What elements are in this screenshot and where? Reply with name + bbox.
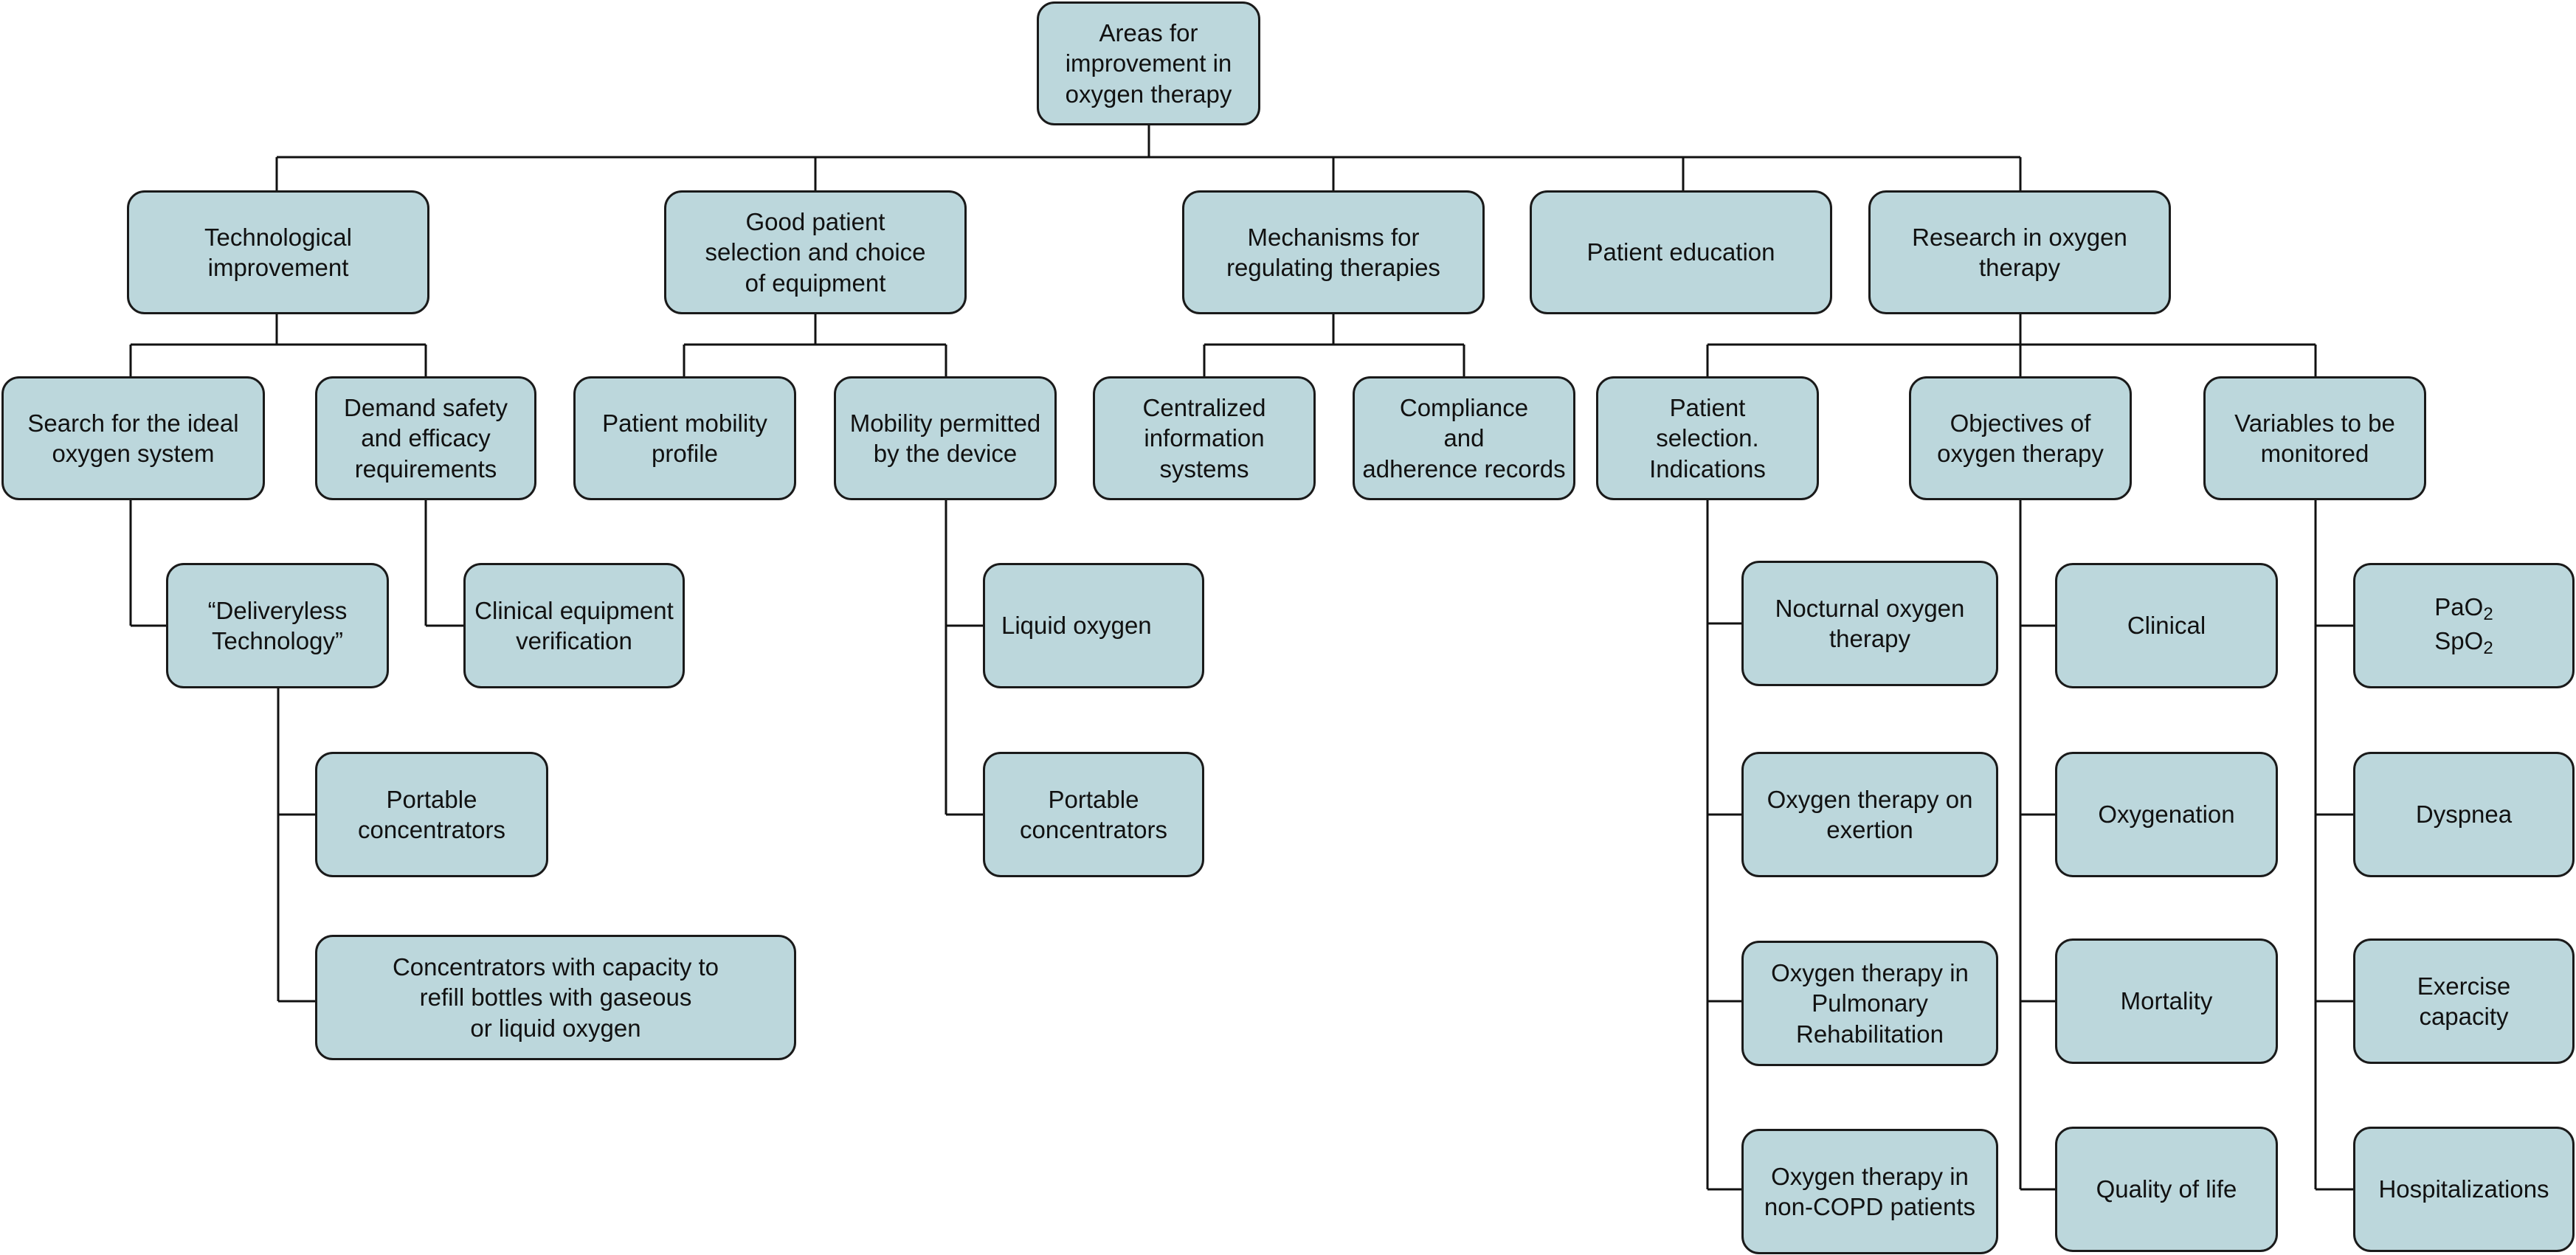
node-regulating-mechanisms: Mechanisms for regulating therapies (1182, 190, 1485, 314)
node-label: Patient selection. Indications (1649, 394, 1766, 483)
pao2-base: PaO (2434, 593, 2484, 620)
node-objectives: Objectives of oxygen therapy (1909, 376, 2132, 500)
node-label: Mortality (2120, 987, 2213, 1015)
node-label: Portable concentrators (1020, 785, 1167, 843)
node-label: Good patient selection and choice of equ… (705, 208, 926, 297)
node-label: Liquid oxygen (1001, 612, 1152, 640)
node-label: Clinical (2127, 612, 2206, 640)
node-deliveryless-technology: “Deliveryless Technology” (166, 563, 389, 688)
node-patient-selection-indications: Patient selection. Indications (1596, 376, 1819, 500)
node-label: Oxygen therapy on exertion (1767, 785, 1973, 843)
node-label: Search for the ideal oxygen system (27, 409, 239, 467)
node-mobility-device: Mobility permitted by the device (834, 376, 1057, 500)
node-label: Exercise capacity (2417, 972, 2511, 1030)
node-label: Dyspnea (2415, 801, 2513, 829)
node-label: Quality of life (2096, 1175, 2237, 1203)
node-pao2-spo2: PaO2 SpO2 (2353, 563, 2575, 688)
node-dyspnea: Dyspnea (2353, 752, 2575, 877)
node-label: Concentrators with capacity to refill bo… (392, 953, 719, 1042)
node-equipment-verification: Clinical equipment verification (463, 563, 685, 688)
node-label: Patient mobility profile (602, 409, 767, 467)
node-technological-improvement: Technological improvement (127, 190, 429, 314)
node-patient-education: Patient education (1530, 190, 1832, 314)
node-label: Mobility permitted by the device (849, 409, 1041, 467)
node-oxygen-on-exertion: Oxygen therapy on exertion (1741, 752, 1998, 877)
node-research: Research in oxygen therapy (1868, 190, 2171, 314)
node-portable-concentrators-device: Portable concentrators (983, 752, 1204, 877)
root-node: Areas for improvement in oxygen therapy (1037, 1, 1260, 125)
node-label: Oxygen therapy in non-COPD patients (1764, 1162, 1976, 1220)
node-clinical: Clinical (2055, 563, 2278, 688)
node-label: Mechanisms for regulating therapies (1226, 223, 1440, 281)
node-label: “Deliveryless Technology” (207, 596, 348, 654)
node-nocturnal-oxygen: Nocturnal oxygen therapy (1741, 561, 1998, 686)
node-label: Oxygenation (2098, 801, 2235, 829)
node-patient-selection-equipment: Good patient selection and choice of equ… (664, 190, 967, 314)
node-portable-concentrators: Portable concentrators (315, 752, 548, 877)
node-label: Technological improvement (204, 223, 352, 281)
spo2-base: SpO (2434, 627, 2484, 654)
pao2-subscript: 2 (2483, 604, 2493, 624)
node-refill-concentrators: Concentrators with capacity to refill bo… (315, 935, 796, 1060)
node-pulmonary-rehabilitation: Oxygen therapy in Pulmonary Rehabilitati… (1741, 941, 1998, 1066)
node-oxygenation: Oxygenation (2055, 752, 2278, 877)
node-compliance-records: Compliance and adherence records (1353, 376, 1575, 500)
node-mobility-profile: Patient mobility profile (573, 376, 796, 500)
node-non-copd-patients: Oxygen therapy in non-COPD patients (1741, 1129, 1998, 1254)
node-mortality: Mortality (2055, 938, 2278, 1064)
node-exercise-capacity: Exercise capacity (2353, 938, 2575, 1064)
node-safety-efficacy: Demand safety and efficacy requirements (315, 376, 536, 500)
node-liquid-oxygen: Liquid oxygen (983, 563, 1204, 688)
node-label: Oxygen therapy in Pulmonary Rehabilitati… (1771, 959, 1969, 1048)
node-label: Compliance and adherence records (1362, 394, 1566, 483)
node-hospitalizations: Hospitalizations (2353, 1127, 2575, 1252)
node-label: Hospitalizations (2378, 1175, 2549, 1203)
node-label: Research in oxygen therapy (1912, 223, 2127, 281)
node-quality-of-life: Quality of life (2055, 1127, 2278, 1252)
pao2-label: PaO2 (2434, 592, 2493, 626)
spo2-subscript: 2 (2483, 638, 2493, 658)
node-variables-monitored: Variables to be monitored (2203, 376, 2426, 500)
node-label: Demand safety and efficacy requirements (344, 394, 508, 483)
node-label: Portable concentrators (358, 785, 505, 843)
node-label: Centralized information systems (1142, 394, 1266, 483)
node-ideal-oxygen-system: Search for the ideal oxygen system (1, 376, 265, 500)
node-centralized-information: Centralized information systems (1093, 376, 1316, 500)
node-label: Variables to be monitored (2234, 409, 2395, 467)
spo2-label: SpO2 (2434, 626, 2493, 660)
node-label: Objectives of oxygen therapy (1937, 409, 2104, 467)
node-label: Clinical equipment verification (474, 596, 674, 654)
node-label: Patient education (1586, 238, 1775, 266)
root-label: Areas for improvement in oxygen therapy (1065, 19, 1232, 108)
node-label: Nocturnal oxygen therapy (1775, 594, 1965, 652)
node-label: PaO2 SpO2 (2434, 592, 2493, 660)
